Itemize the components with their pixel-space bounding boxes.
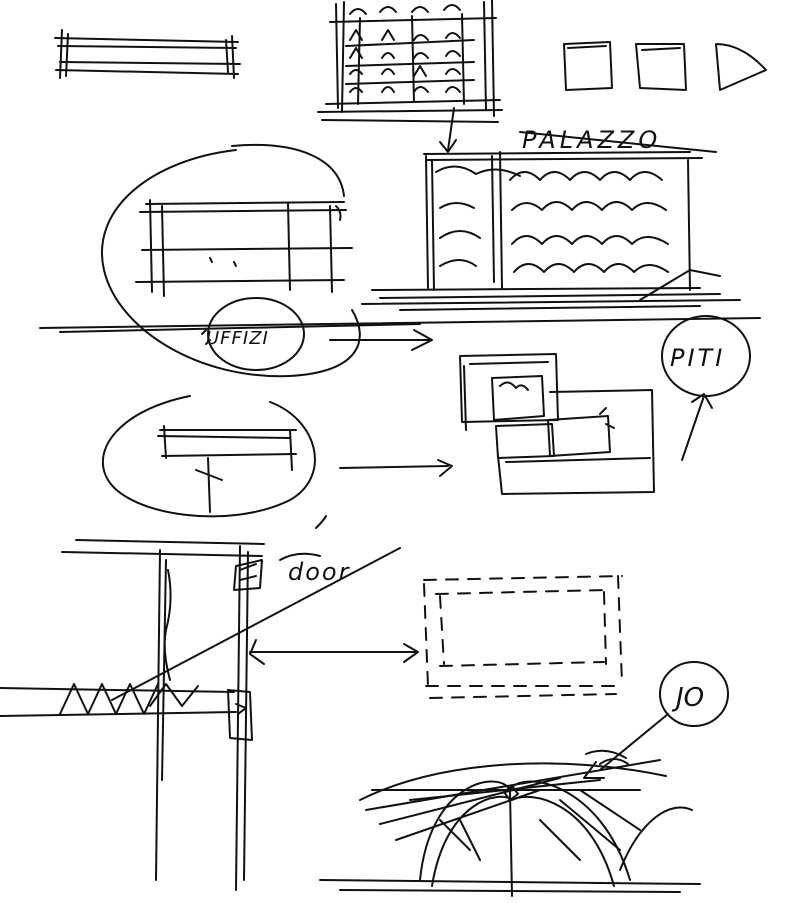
piti-label: PITI <box>670 344 725 372</box>
plan-grid-sketch <box>39 144 761 378</box>
uffizi-label: UFFIZI <box>206 328 269 349</box>
piti-plan-sketch <box>459 315 751 495</box>
door-label: door <box>288 558 351 586</box>
door-section-sketch <box>0 515 419 891</box>
dashed-rectangle-sketch <box>423 575 625 699</box>
tee-element-sketch <box>102 395 453 518</box>
palazzo-label: PALAZZO <box>522 126 661 154</box>
vault-perspective-sketch <box>319 661 729 897</box>
facade-grid-sketch <box>317 0 503 153</box>
jo-label: JO <box>671 683 704 713</box>
palazzo-elevation-sketch <box>361 131 741 311</box>
narrow-bar-sketch <box>54 29 241 79</box>
three-squares-sketch <box>563 41 767 91</box>
